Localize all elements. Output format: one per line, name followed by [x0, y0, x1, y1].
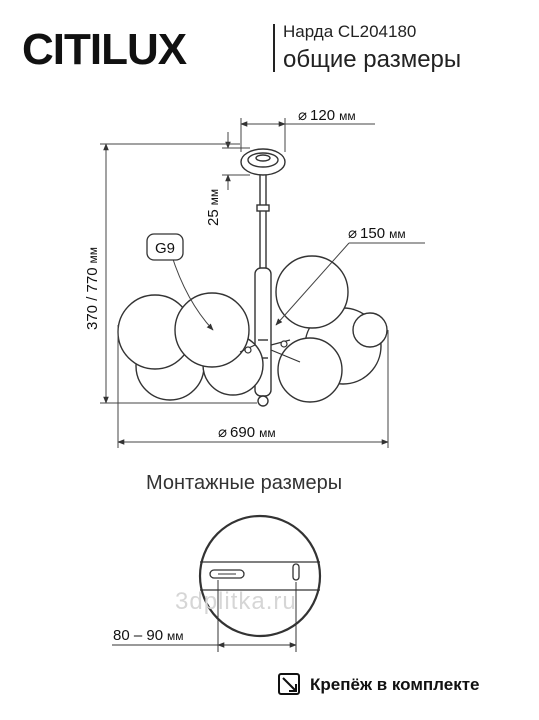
mounting-hole: [292, 563, 300, 581]
watermark: 3dplitka.ru: [175, 588, 297, 615]
canopy: [240, 148, 286, 176]
bulb-type-box: [146, 233, 184, 261]
shade-left-inner: [174, 292, 250, 368]
sheet-title: общие размеры: [283, 46, 462, 73]
shade-back-center-right: [277, 337, 343, 403]
overall-height-label: 370 / 770мм: [84, 247, 101, 330]
glass-shades: [117, 255, 388, 403]
shade-diameter-leader: [275, 242, 350, 326]
suspension-rod: [256, 175, 270, 270]
model-name: Нарда CL204180: [283, 22, 417, 41]
header-divider: [273, 24, 275, 72]
bottom-finial: [257, 395, 269, 407]
shade-far-right-edge: [352, 312, 388, 348]
mounting-slot: [209, 569, 245, 579]
chandelier-drawing: [117, 148, 388, 407]
canopy-height-label: 25мм: [205, 189, 222, 226]
shade-top-right: [275, 255, 349, 329]
mounting-plate: [112, 514, 322, 652]
kit-label: Крепёж в комплекте: [310, 675, 480, 694]
mounting-kit-icon: [278, 673, 300, 695]
arms: [239, 339, 301, 363]
bulb-type: G9: [155, 240, 175, 257]
brand-logo: CITILUX: [22, 25, 187, 74]
mounting-title: Монтажные размеры: [146, 472, 343, 494]
